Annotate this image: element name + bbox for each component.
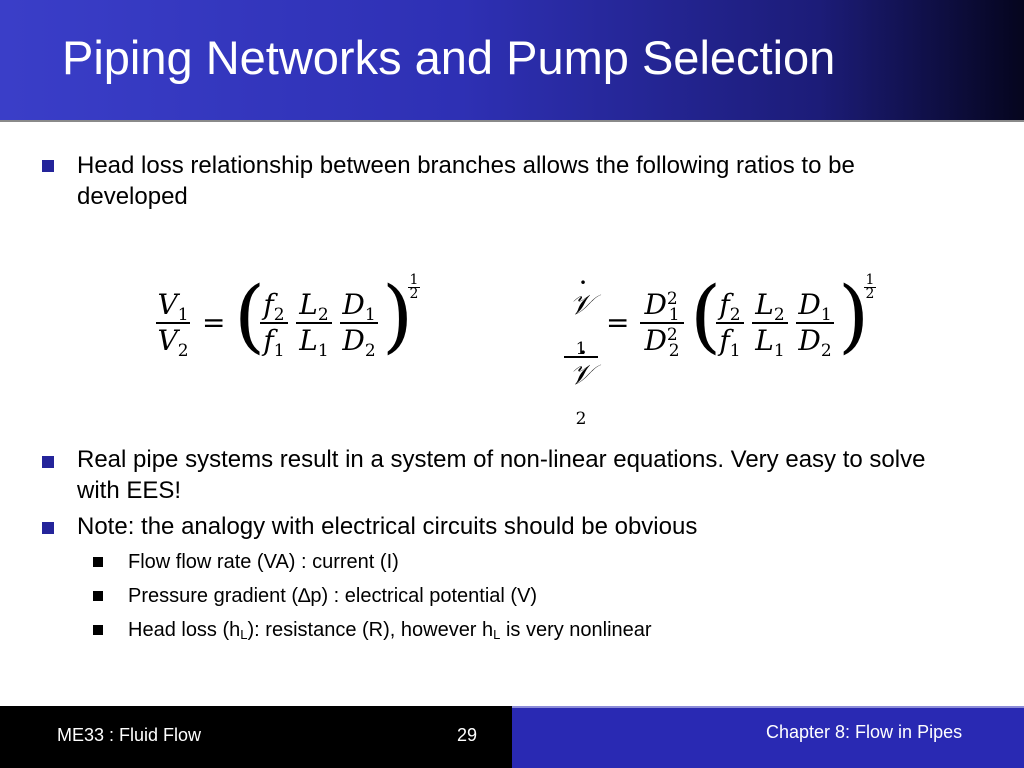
eq2-left-paren: ( — [690, 269, 722, 362]
eq1-friction-fraction: f2 f1 — [260, 288, 288, 360]
bullet-text-3: Note: the analogy with electrical circui… — [77, 513, 698, 540]
eq2-friction-fraction: f2 f1 — [716, 288, 744, 360]
sub-bullet-text-1: Flow flow rate (VA) : current (I) — [128, 551, 399, 573]
footer-left-panel — [0, 706, 512, 768]
eq1-length-fraction: L2 L1 — [296, 288, 332, 360]
bullet-marker-1 — [42, 160, 54, 172]
slide-title: Piping Networks and Pump Selection — [62, 31, 836, 84]
delta-symbol: ∆ — [298, 585, 311, 607]
eq2-lhs-fraction: 𝒱1 𝒱2 — [564, 266, 598, 428]
bullet-marker-2 — [42, 456, 54, 468]
bullet-text-2: Real pipe systems result in a system of … — [77, 446, 926, 504]
eq2-length-fraction: L2 L1 — [752, 288, 788, 360]
bullet-text-1: Head loss relationship between branches … — [77, 152, 855, 210]
bullet-marker-3 — [42, 522, 54, 534]
sub-bullet-marker-3 — [93, 625, 103, 635]
title-divider — [0, 120, 1024, 122]
eq2-diameter-squared-fraction: D21 D22 — [640, 288, 684, 360]
eq2-equals: = — [606, 306, 630, 339]
equation-velocity-ratio: V1 V2 = ( f2 f1 L2 L1 D1 D2 ) 1 2 — [150, 273, 440, 380]
eq2-right-paren: ) — [838, 269, 870, 362]
eq1-left-paren: ( — [234, 269, 266, 362]
eq1-equals: = — [202, 306, 226, 339]
title-bar — [0, 0, 1024, 120]
eq2-diameter-fraction: D1 D2 — [796, 288, 834, 360]
footer-course-label: ME33 : Fluid Flow — [57, 725, 202, 745]
sub-bullet-marker-2 — [93, 591, 103, 601]
equation-flow-rate-ratio: 𝒱1 𝒱2 = D21 D22 ( f2 f1 L2 L1 D1 D2 ) 1 … — [560, 266, 890, 428]
eq1-diameter-fraction: D1 D2 — [340, 288, 378, 360]
page-number: 29 — [457, 725, 478, 745]
eq1-exponent: 1 2 — [408, 272, 420, 302]
footer-divider — [512, 706, 1024, 708]
sub-bullet-text-2: Pressure gradient (∆p) : electrical pote… — [128, 585, 538, 607]
sub-bullet-text-3: Head loss (hL): resistance (R), however … — [128, 619, 652, 642]
footer-right-panel — [512, 706, 1024, 768]
footer-chapter-label: Chapter 8: Flow in Pipes — [766, 722, 963, 742]
eq1-right-paren: ) — [382, 269, 414, 362]
eq2-exponent: 1 2 — [864, 272, 876, 302]
sub-bullet-marker-1 — [93, 557, 103, 567]
eq1-lhs-fraction: V1 V2 — [156, 288, 190, 361]
